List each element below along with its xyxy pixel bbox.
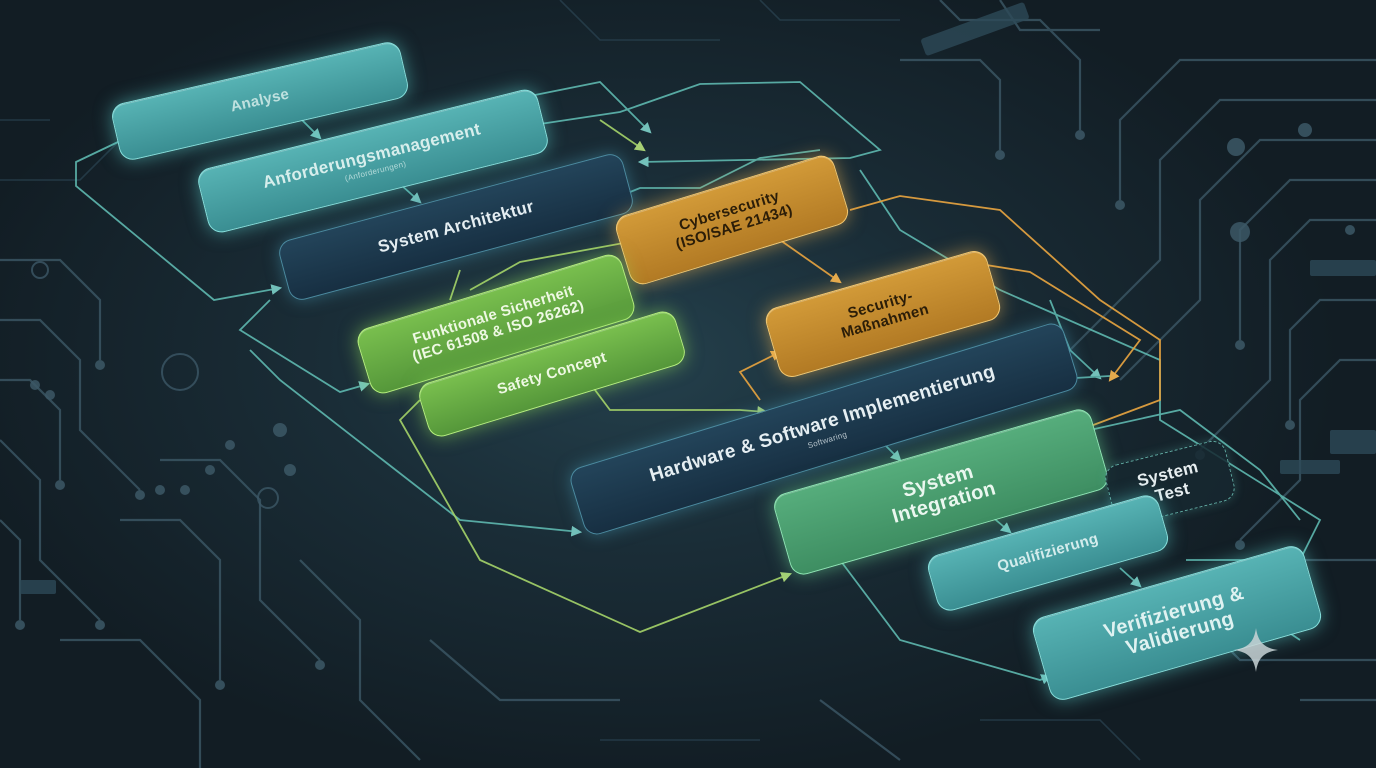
node-cybersecurity-label: Cybersecurity (ISO/SAE 21434) (673, 187, 795, 254)
node-security-massnahmen-label: Security- Maßnahmen (839, 287, 931, 342)
node-system-integration-label: System Integration (889, 460, 999, 528)
sparkle-icon (1234, 628, 1278, 672)
node-analyse-label: Analyse (228, 85, 291, 116)
node-qualifizierung-label: Qualifizierung (995, 529, 1101, 575)
node-verifizierung-validierung-label: Verifizierung & Validierung (1101, 581, 1247, 660)
